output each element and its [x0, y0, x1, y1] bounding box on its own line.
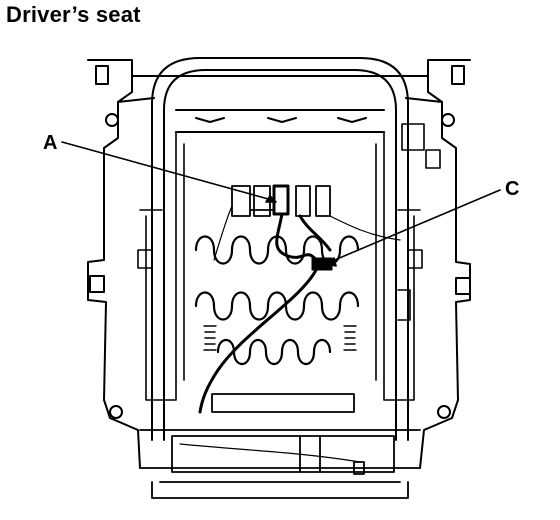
coil-springs	[203, 325, 357, 351]
seat-springs	[194, 235, 360, 366]
leader-lines	[61, 141, 501, 267]
secondary-wiring	[179, 205, 401, 463]
wiring-harness	[198, 212, 332, 414]
callout-label-a: A	[43, 132, 58, 154]
seat-side-rails	[137, 123, 441, 401]
seat-back-arch	[151, 57, 409, 441]
seat-rail-assembly	[139, 393, 421, 499]
diagram-title: Driver’s seat	[6, 2, 141, 27]
connector-block	[231, 184, 331, 217]
callout-label-c: C	[505, 178, 520, 200]
